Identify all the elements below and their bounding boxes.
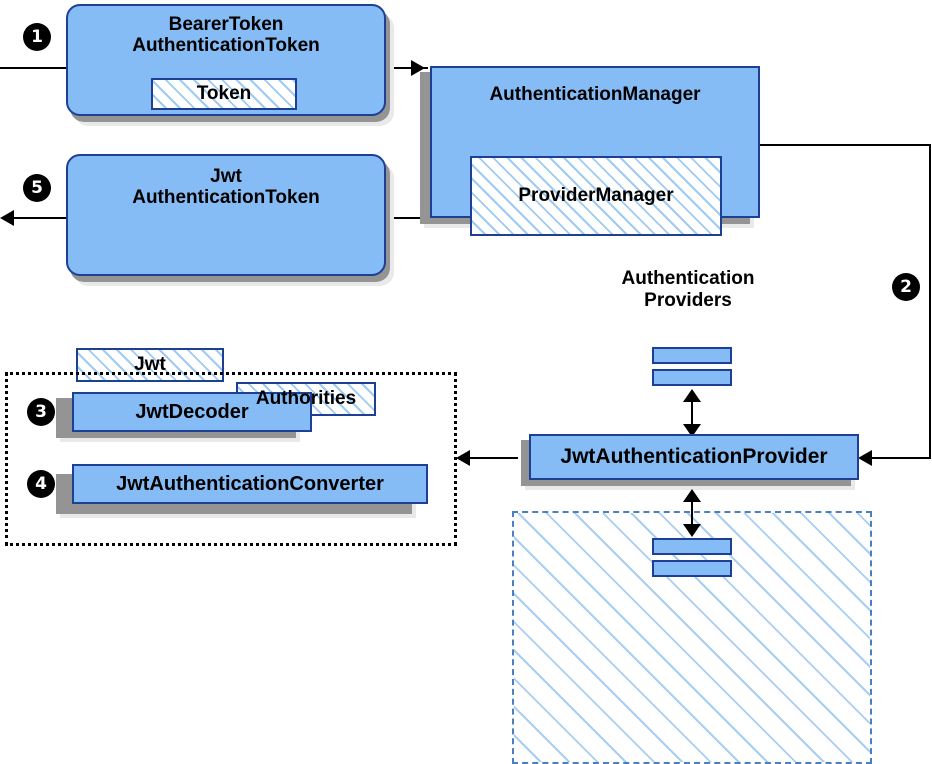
arrowhead-provider-down-top xyxy=(683,424,701,437)
step-bullet-3-label: 3 xyxy=(35,401,47,422)
arrowhead-into-support-group xyxy=(456,450,470,466)
provider-placeholder-top-2 xyxy=(652,369,732,386)
arrowhead-response-out xyxy=(0,210,14,226)
step-bullet-5-label: 5 xyxy=(31,177,43,198)
bearer-token-title-line1: BearerToken xyxy=(168,14,284,35)
authentication-manager-title: AuthenticationManager xyxy=(489,84,701,105)
connector-manager-right xyxy=(759,144,930,146)
step-bullet-4: 4 xyxy=(28,471,54,497)
node-jwt-decoder[interactable]: JwtDecoder xyxy=(72,392,312,432)
provider-manager-label: ProviderManager xyxy=(518,185,674,206)
step-bullet-4-label: 4 xyxy=(35,473,47,494)
authentication-providers-caption-line1: Authentication xyxy=(621,268,755,289)
step-bullet-2: 2 xyxy=(893,274,919,300)
authentication-providers-caption: Authentication Providers xyxy=(562,268,814,312)
token-field-label: Token xyxy=(196,83,252,104)
bearer-token-title: BearerToken AuthenticationToken xyxy=(132,14,320,57)
connector-token-to-manager xyxy=(388,67,428,69)
node-token-field[interactable]: Token xyxy=(151,78,297,110)
step-bullet-5: 5 xyxy=(24,175,50,201)
authentication-providers-caption-line2: Providers xyxy=(644,289,732,311)
connector-request-in xyxy=(0,67,70,69)
jwt-authentication-token-title-line2: AuthenticationToken xyxy=(132,187,320,209)
jwt-authentication-converter-label: JwtAuthenticationConverter xyxy=(116,472,384,495)
arrowhead-provider-down xyxy=(683,524,701,537)
bearer-token-title-line2: AuthenticationToken xyxy=(132,35,320,57)
connector-into-provider xyxy=(872,457,930,459)
jwt-field-label: Jwt xyxy=(134,354,166,375)
step-bullet-1: 1 xyxy=(24,24,50,50)
arrowhead-into-provider xyxy=(858,450,872,466)
arrowhead-provider-up-bottom xyxy=(683,489,701,502)
step-bullet-1-label: 1 xyxy=(31,26,43,47)
connector-result-out xyxy=(14,217,70,219)
step-bullet-2-label: 2 xyxy=(900,276,912,297)
diagram-canvas: BearerToken AuthenticationToken Token 1 … xyxy=(0,4,931,764)
jwt-decoder-label: JwtDecoder xyxy=(135,400,249,423)
provider-placeholder-bottom-1 xyxy=(652,538,732,555)
jwt-authentication-token-title: Jwt AuthenticationToken xyxy=(132,166,320,209)
authorities-field-label: Authorities xyxy=(255,388,357,409)
jwt-support-group-container xyxy=(5,372,457,546)
node-provider-manager[interactable]: ProviderManager xyxy=(470,156,722,236)
step-bullet-3: 3 xyxy=(28,399,54,425)
connector-right-vertical xyxy=(929,144,931,459)
connector-provider-down-line xyxy=(691,492,693,532)
connector-provider-to-support xyxy=(470,457,518,459)
provider-placeholder-bottom-2 xyxy=(652,560,732,577)
node-jwt-field[interactable]: Jwt xyxy=(76,348,224,382)
node-jwt-authentication-token[interactable]: Jwt AuthenticationToken xyxy=(66,154,386,276)
provider-placeholder-top-1 xyxy=(652,347,732,364)
connector-manager-to-result xyxy=(388,217,432,219)
arrowhead-provider-up xyxy=(683,389,701,402)
jwt-authentication-token-title-line1: Jwt xyxy=(210,166,242,187)
connector-provider-up-line xyxy=(691,392,693,432)
jwt-authentication-provider-label: JwtAuthenticationProvider xyxy=(560,445,828,469)
node-jwt-authentication-provider[interactable]: JwtAuthenticationProvider xyxy=(529,434,859,480)
node-jwt-authentication-converter[interactable]: JwtAuthenticationConverter xyxy=(72,464,428,504)
